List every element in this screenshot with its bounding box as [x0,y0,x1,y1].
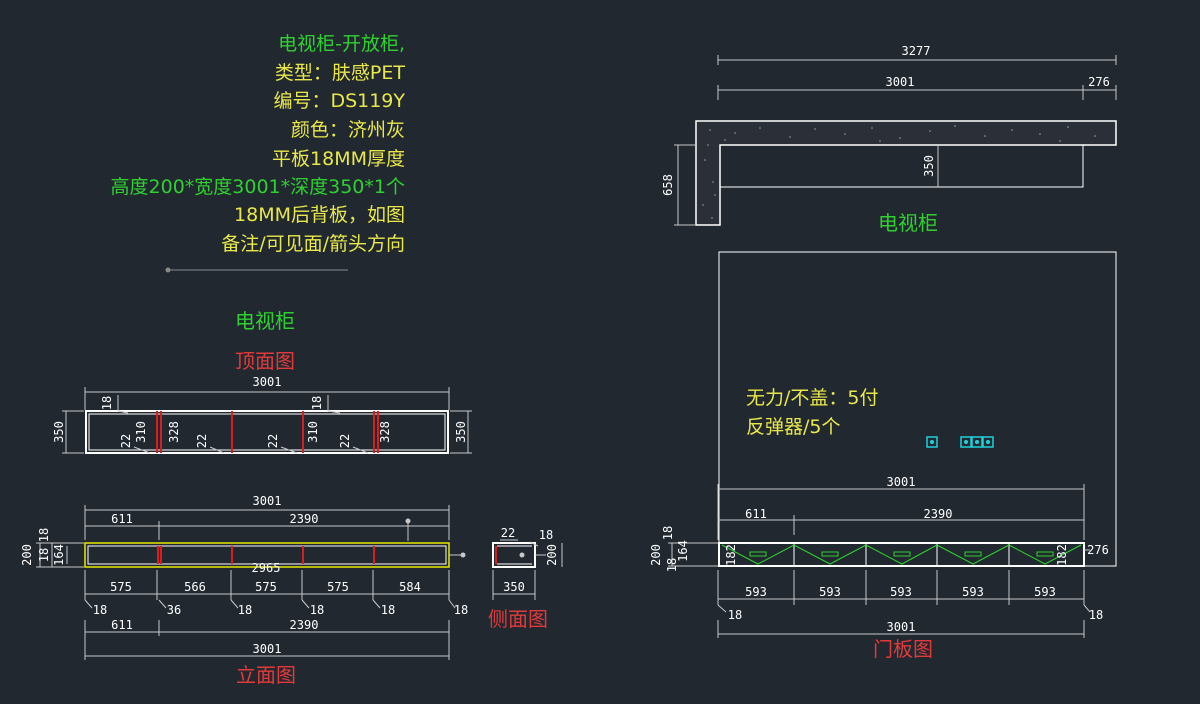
top-dim-350-right: 350 [454,421,468,443]
door-dim-2390: 2390 [924,507,953,521]
note-title: 电视柜-开放柜, [278,33,405,55]
door-dim-b18b: 18 [1089,608,1103,622]
note-code: 编号：DS119Y [273,90,405,112]
note-backboard: 18MM后背板，如图 [234,204,405,226]
side-view-label: 侧面图 [488,607,548,631]
top-dim-328a: 328 [167,421,181,443]
top-dim-total: 3001 [253,375,282,389]
hardware-line1: 无力/不盖：5付 [746,387,879,409]
front-dim-575c: 575 [327,580,349,594]
front-dim-b18b: 18 [238,603,252,617]
note-color: 颜色：济州灰 [291,119,405,141]
door-dim-593e: 593 [1034,585,1056,599]
door-dim-18v: 18 [661,526,675,540]
front-dim-2965: 2965 [252,561,281,575]
left-title: 电视柜 [235,309,295,333]
front-dim-b18d: 18 [381,603,395,617]
front-dim-584: 584 [399,580,421,594]
front-dim-b2390: 2390 [290,618,319,632]
top-dim-310a: 310 [134,421,148,443]
door-dim-3001: 3001 [887,475,916,489]
top-dim-350-left: 350 [52,421,66,443]
plan-dim-276: 276 [1088,75,1110,89]
top-view-label: 顶面图 [235,349,295,373]
top-dim-22d: 22 [338,434,352,448]
note-thickness: 平板18MM厚度 [272,148,405,170]
note-underline-dot [165,267,171,273]
door-dim-164: 164 [676,540,690,562]
front-dim-164: 164 [52,544,66,566]
front-view-label: 立面图 [236,663,296,687]
door-view: 无力/不盖：5付 反弹器/5个 3001 611 2390 276 [649,251,1117,661]
door-dim-593d: 593 [962,585,984,599]
front-dim-b611: 611 [111,618,133,632]
door-dim-593b: 593 [819,585,841,599]
front-dim-18a: 18 [37,528,51,542]
note-remark: 备注/可见面/箭头方向 [221,233,405,255]
door-dim-182b: 182 [1055,544,1069,566]
door-dim-b18a: 18 [728,608,742,622]
hardware-line2: 反弹器/5个 [746,416,841,438]
front-dim-566: 566 [184,580,206,594]
front-view: 3001 611 2390 2965 200 18 18 164 575 [20,494,468,687]
top-dim-22a: 22 [119,434,133,448]
front-dim-b36: 36 [167,603,181,617]
front-dim-b18c: 18 [310,603,324,617]
front-dim-b3001: 3001 [253,642,282,656]
plan-dim-3001: 3001 [886,75,915,89]
door-dim-593c: 593 [890,585,912,599]
door-view-label: 门板图 [873,637,933,661]
front-dim-18b: 18 [37,548,51,562]
door-dim-276: 276 [1087,543,1109,557]
plan-dim-3277: 3277 [902,44,931,58]
top-view: 3001 350 350 18 18 22 310 328 22 22 310 … [52,375,472,454]
side-dim-22: 22 [501,526,515,540]
front-dim-200: 200 [20,544,34,566]
front-dim-2390: 2390 [290,512,319,526]
right-plan-view: 3277 3001 276 350 658 电视柜 [661,44,1117,235]
front-dim-611: 611 [111,512,133,526]
spec-notes: 电视柜-开放柜, 类型：肤感PET 编号：DS119Y 颜色：济州灰 平板18M… [111,33,406,255]
front-dim-575b: 575 [255,580,277,594]
front-dim-575a: 575 [110,580,132,594]
door-dim-182a: 182 [724,544,738,566]
plan-dim-658: 658 [661,174,675,196]
door-dim-593a: 593 [745,585,767,599]
door-dim-611: 611 [745,507,767,521]
door-dim-b3001: 3001 [887,620,916,634]
door-panels [721,543,1082,566]
top-dim-22b: 22 [195,434,209,448]
front-dim-b18a: 18 [93,603,107,617]
side-dim-350: 350 [503,580,525,594]
plan-dim-350: 350 [922,155,936,177]
top-dim-328b: 328 [378,421,392,443]
front-dim-total: 3001 [253,494,282,508]
note-type: 类型：肤感PET [275,62,405,84]
top-dim-22c: 22 [266,434,280,448]
side-view: 22 18 200 350 侧面图 [488,526,563,631]
door-dim-18: 18 [665,558,679,572]
side-dim-200: 200 [545,544,559,566]
side-dim-18: 18 [539,528,553,542]
stone-texture [702,125,1096,219]
right-title: 电视柜 [878,211,938,235]
top-dim-18a: 18 [100,396,114,410]
front-dim-b18e: 18 [454,603,468,617]
note-size: 高度200*宽度3001*深度350*1个 [111,176,405,198]
door-dim-200: 200 [649,544,663,566]
top-dim-310b: 310 [306,421,320,443]
hardware-icons [926,436,994,448]
top-dim-18b: 18 [310,396,324,410]
